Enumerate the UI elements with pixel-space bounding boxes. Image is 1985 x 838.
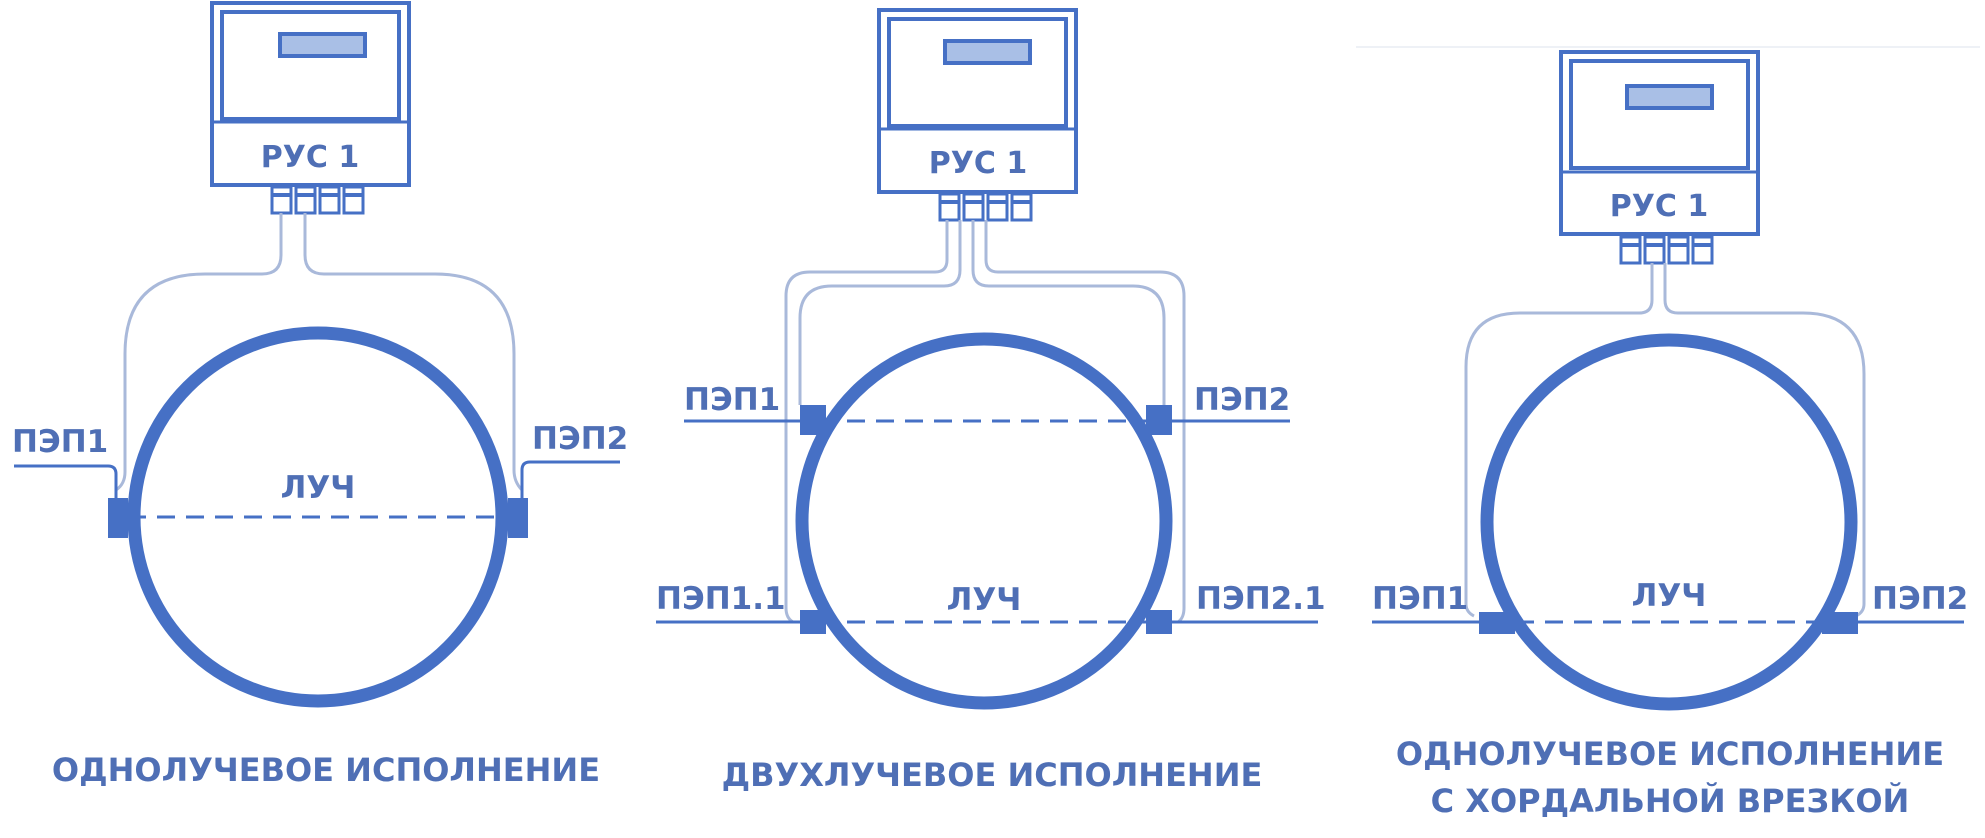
device-display-frame — [220, 10, 401, 121]
device-connectors — [1619, 235, 1714, 265]
beam-label: ЛУЧ — [947, 582, 1022, 618]
panel-title: ДВУХЛУЧЕВОЕ ИСПОЛНЕНИЕ — [722, 756, 1263, 794]
sensor-label-pep2-1: ПЭП2.1 — [1196, 581, 1326, 617]
beam-label: ЛУЧ — [1632, 578, 1707, 614]
device-connectors — [938, 192, 1033, 222]
sensor-pep1-1 — [800, 610, 826, 634]
sensor-label-pep1: ПЭП1 — [684, 382, 780, 418]
device-rus: РУС 1 — [1559, 50, 1760, 265]
sensor-label-pep1-1: ПЭП1.1 — [656, 581, 786, 617]
device-display-frame — [1569, 59, 1750, 170]
sensor-pep2-1 — [1146, 610, 1172, 634]
device-display-frame — [887, 17, 1068, 128]
signal-wires — [115, 213, 524, 492]
device-screen — [1625, 84, 1714, 110]
sensor-pep2 — [1822, 612, 1858, 634]
signal-wires — [1464, 263, 1866, 618]
device-label: РУС 1 — [1610, 189, 1708, 224]
panel-title: ОДНОЛУЧЕВОЕ ИСПОЛНЕНИЕ — [52, 751, 600, 789]
device-screen — [943, 39, 1032, 65]
sensor-label-pep1: ПЭП1 — [12, 424, 108, 460]
device-rus: РУС 1 — [210, 1, 411, 215]
pipe — [795, 332, 1173, 710]
sensor-label-pep2: ПЭП2 — [1872, 581, 1968, 617]
sensor-pep1 — [800, 405, 826, 435]
device-label: РУС 1 — [261, 140, 359, 175]
panel-title-line-1: ОДНОЛУЧЕВОЕ ИСПОЛНЕНИЕ — [1396, 735, 1944, 773]
panel-dual-beam: РУС 1 ПЭП1 ПЭП2 ПЭП1.1 ПЭП2.1 ЛУ — [656, 8, 1326, 794]
sensor-pep1 — [108, 498, 128, 538]
sensor-pep1 — [1479, 612, 1515, 634]
pipe — [1480, 333, 1858, 711]
sensor-pep2 — [508, 498, 528, 538]
device-rus: РУС 1 — [877, 8, 1078, 222]
panel-title-line-2: С ХОРДАЛЬНОЙ ВРЕЗКОЙ — [1431, 782, 1910, 820]
sensor-pep2 — [1146, 405, 1172, 435]
beam-label: ЛУЧ — [281, 470, 356, 506]
sensor-label-pep1: ПЭП1 — [1372, 581, 1468, 617]
sensor-leader-pep2 — [520, 460, 620, 498]
signal-wires — [784, 220, 1186, 624]
device-connectors — [270, 185, 365, 215]
device-screen — [278, 32, 367, 58]
sensor-label-pep2: ПЭП2 — [1194, 382, 1290, 418]
sensor-label-pep2: ПЭП2 — [532, 421, 628, 457]
sensor-leader-pep1 — [14, 464, 118, 498]
device-label: РУС 1 — [929, 146, 1027, 181]
panel-single-beam: РУС 1 ПЭП1 ПЭП2 ЛУЧ ОДНОЛУЧЕВОЕ ИСПОЛНЕН… — [12, 1, 628, 789]
panel-single-beam-chordal: РУС 1 ПЭП1 ПЭП2 ЛУЧ ОДНОЛУЧЕВОЕ ИСПОЛНЕН… — [1356, 46, 1980, 820]
